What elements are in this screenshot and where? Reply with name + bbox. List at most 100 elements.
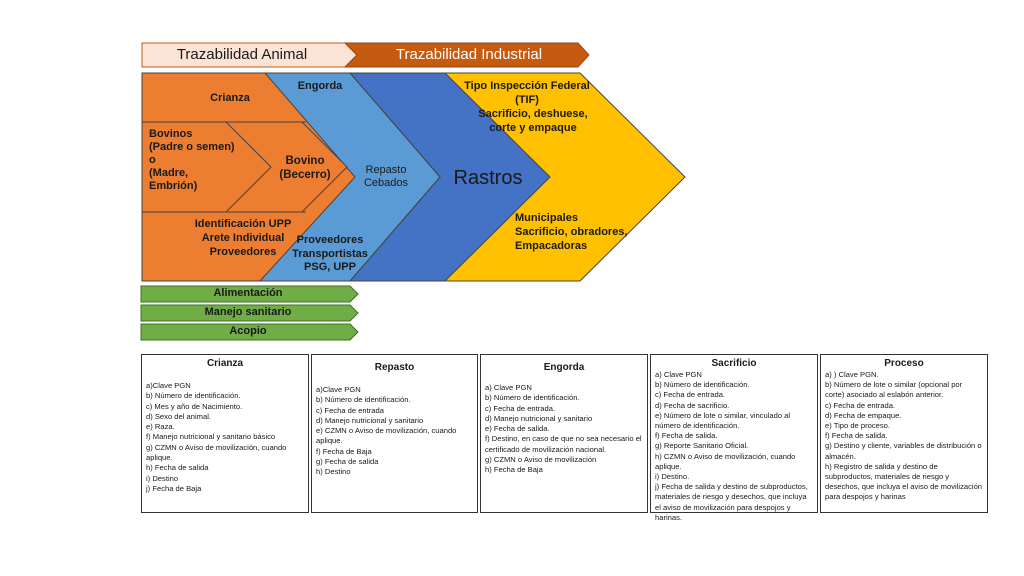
info-box-title: Engorda: [543, 362, 585, 373]
info-box-crianza: Crianza a)Clave PGN b) Número de identif…: [141, 354, 309, 513]
header-animal-label: Trazabilidad Animal: [176, 46, 308, 63]
list-item: h) Fecha de salida: [146, 463, 209, 473]
municipales-line-3: Empacadoras: [515, 240, 588, 252]
municipales-line-1: Municipales: [515, 212, 578, 224]
list-item: j) Fecha de Baja: [146, 483, 202, 493]
list-item: f) Fecha de salida.: [655, 431, 718, 441]
list-item: a) ) Clave PGN.: [825, 370, 879, 379]
bar-label-manejo-sanitario: Manejo sanitario: [204, 306, 292, 318]
list-item: f) Fecha de Baja: [316, 446, 372, 456]
info-box-list: a)Clave PGN b) Número de identificación.…: [316, 385, 473, 478]
proveedores-line-1: Proveedores: [296, 234, 364, 246]
list-item: e) Número de lote o similar, vinculado a…: [655, 410, 791, 431]
list-item: c) Fecha de entrada: [316, 405, 384, 415]
bovino-line-2: (Becerro): [279, 169, 331, 181]
list-item: h) CZMN o Aviso de movilización, cuando …: [655, 451, 796, 471]
crianza-label: Crianza: [210, 92, 250, 104]
list-item: b) Número de lote o similar (opcional po…: [825, 380, 963, 400]
list-item: h) Registro de salida y destino de subpr…: [825, 461, 983, 502]
list-item: g) CZMN o Aviso de movilización: [485, 455, 597, 465]
list-item: d) Manejo nutricional y sanitario: [316, 415, 424, 425]
list-item: b) Número de identificación.: [316, 395, 411, 405]
list-item: i) Destino: [146, 473, 179, 483]
list-item: g) Reporte Sanitario Oficial.: [655, 441, 749, 451]
list-item: g) Destino y cliente, variables de distr…: [825, 441, 982, 461]
list-item: e) Tipo de proceso.: [825, 421, 891, 431]
list-item: a) Clave PGN: [485, 383, 532, 392]
engorda-label: Engorda: [297, 80, 343, 92]
identificacion-line-2: Arete Individual: [201, 232, 285, 244]
list-item: c) Fecha de entrada.: [655, 390, 726, 400]
identificacion-line-3: Proveedores: [209, 246, 277, 258]
list-item: j) Fecha de salida y destino de subprodu…: [655, 482, 808, 522]
list-item: h) Destino: [316, 467, 351, 477]
bar-manejo-sanitario: [140, 304, 359, 322]
info-box-sacrificio: Sacrificio a) Clave PGN b) Número de ide…: [650, 354, 818, 522]
info-box-proceso: Proceso a) ) Clave PGN. b) Número de lot…: [820, 354, 988, 513]
list-item: c) Mes y año de Nacimiento.: [146, 401, 243, 411]
proveedores-line-3: PSG, UPP: [304, 261, 356, 273]
list-item: d) Fecha de sacrificio.: [655, 400, 730, 410]
list-item: f) Fecha de salida.: [825, 431, 888, 441]
header-industrial-arrow: [343, 42, 590, 68]
chevron-bovino: [224, 121, 348, 213]
rastros-label: Rastros: [453, 167, 523, 189]
bovinos-line-4: (Madre, Embrión): [149, 167, 198, 192]
list-item: e) CZMN o Aviso de movilización, cuando …: [316, 426, 457, 446]
bovinos-line-1: Bovinos: [149, 128, 193, 140]
bovinos-line-2: (Padre o semen): [149, 141, 235, 153]
list-item: b) Número de identificación.: [655, 380, 750, 390]
list-item: b) Número de identificación.: [485, 393, 580, 403]
tif-line-4: corte y empaque: [489, 122, 577, 134]
municipales-line-2: Sacrificio, obradores,: [515, 226, 628, 238]
list-item: d) Sexo del animal.: [146, 411, 212, 421]
info-box-list: a) Clave PGN b) Número de identificación…: [485, 383, 643, 476]
identificacion-line-1: Identificación UPP: [194, 218, 292, 230]
info-box-title: Proceso: [884, 358, 924, 369]
list-item: h) Fecha de Baja: [485, 465, 543, 475]
info-box-title: Sacrificio: [711, 358, 757, 369]
list-item: g) Fecha de salida: [316, 457, 379, 467]
list-item: d) Manejo nutricional y sanitario: [485, 413, 593, 423]
bovinos-text: Bovinos (Padre o semen) o (Madre, Embrió…: [149, 128, 239, 193]
tif-line-2: (TIF): [515, 94, 539, 106]
list-item: c) Fecha de entrada.: [485, 403, 556, 413]
bar-label-acopio: Acopio: [229, 325, 267, 337]
list-item: g) CZMN o Aviso de movilización, cuando …: [146, 442, 287, 463]
info-box-repasto: Repasto a)Clave PGN b) Número de identif…: [311, 354, 478, 513]
info-box-list: a) ) Clave PGN. b) Número de lote o simi…: [825, 370, 983, 503]
list-item: d) Fecha de empaque.: [825, 410, 902, 420]
repasto-line-2: Cebados: [363, 177, 409, 189]
identificacion-text: Identificación UPP Arete Individual Prov…: [188, 217, 298, 259]
bar-alimentacion: [140, 285, 359, 303]
list-item: a)Clave PGN: [146, 381, 191, 390]
list-item: a) Clave PGN: [655, 370, 702, 379]
info-box-title: Crianza: [206, 358, 244, 369]
info-box-title: Repasto: [374, 362, 415, 373]
tif-line-3: Sacrificio, deshuese,: [478, 108, 588, 120]
bar-label-alimentacion: Alimentación: [213, 287, 283, 299]
list-item: i) Destino.: [655, 472, 690, 482]
list-item: a)Clave PGN: [316, 385, 361, 394]
info-box-engorda: Engorda a) Clave PGN b) Número de identi…: [480, 354, 648, 513]
header-industrial-label: Trazabilidad Industrial: [395, 46, 543, 63]
info-box-list: a)Clave PGN b) Número de identificación.…: [146, 381, 304, 494]
proveedores-line-2: Transportistas: [292, 247, 368, 260]
bar-acopio: [140, 323, 359, 341]
list-item: e) Fecha de salida.: [485, 424, 550, 434]
info-box-list: a) Clave PGN b) Número de identificación…: [655, 370, 813, 523]
repasto-line-1: Repasto: [365, 164, 407, 176]
bovinos-line-3: o: [149, 154, 156, 166]
list-item: b) Número de identificación.: [146, 391, 241, 401]
list-item: f) Destino, en caso de que no sea necesa…: [485, 434, 642, 454]
proveedores-text: Proveedores Transportistas PSG, UPP: [290, 234, 370, 275]
bovino-text: Bovino (Becerro): [270, 154, 340, 182]
municipales-text: Municipales Sacrificio, obradores, Empac…: [515, 211, 635, 253]
repasto-text: Repasto Cebados: [358, 164, 414, 190]
list-item: e) Raza.: [146, 422, 175, 432]
list-item: c) Fecha de entrada.: [825, 400, 896, 410]
list-item: f) Manejo nutricional y sanitario básico: [146, 432, 276, 442]
tif-text: Tipo Inspección Federal (TIF) Sacrificio…: [462, 79, 592, 135]
bovino-line-1: Bovino: [285, 155, 325, 167]
